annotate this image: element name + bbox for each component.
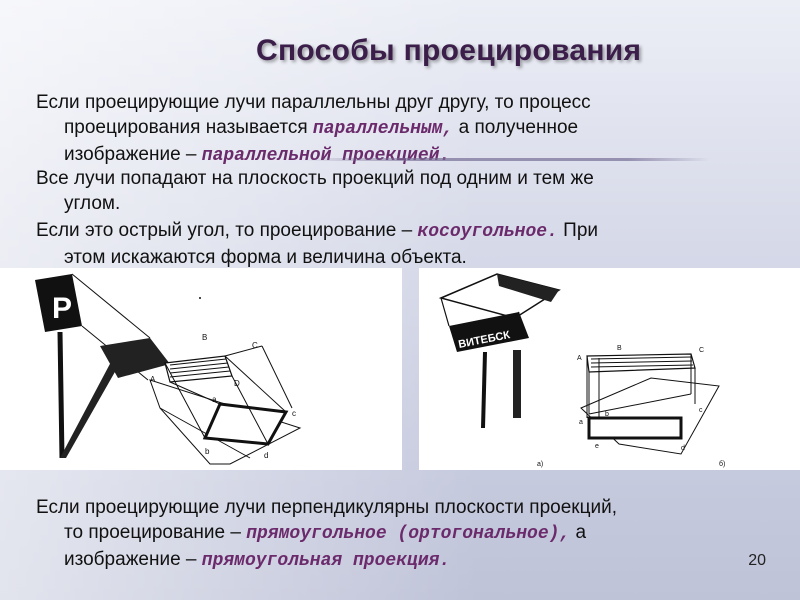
orthogonal-projection-drawing: ВИТЕБСК A B C a — [438, 273, 725, 468]
label-D: D — [234, 379, 240, 388]
box-edge — [514, 311, 520, 319]
divider-line — [300, 158, 710, 161]
label-A: A — [577, 355, 582, 362]
paragraph4-line1: Если проецирующие лучи перпендикулярны п… — [36, 497, 617, 518]
projection-ray — [71, 273, 151, 339]
sign-pole — [481, 351, 487, 429]
paragraph4-line3: изображение – прямоугольная проекция. — [36, 547, 776, 574]
figure-right-labels: A B C a b c d e a) б) — [537, 345, 725, 468]
figure-orthogonal-projection: ВИТЕБСК A B C a — [419, 268, 800, 470]
label-A: A — [150, 375, 156, 384]
label-C: C — [252, 341, 258, 350]
term-orthogonal: прямоугольное (ортогональное), — [246, 524, 571, 544]
paragraph-orthogonal: Если проецирующие лучи перпендикулярны п… — [36, 495, 776, 574]
sign-box-dark-face — [497, 274, 559, 302]
paragraph2-line2: углом. — [64, 193, 121, 214]
paragraph-same-angle: Все лучи попадают на плоскость проекций … — [36, 166, 776, 216]
label-b: b — [605, 411, 609, 418]
paragraph1-line3-text: изображение – — [64, 144, 202, 165]
slab-hatching — [169, 358, 231, 378]
pole-shadow — [60, 360, 120, 458]
paragraph-oblique: Если это острый угол, то проецирование –… — [36, 218, 776, 270]
paragraph1-line1: Если проецирующие лучи параллельны друг … — [36, 92, 591, 113]
projected-shape — [587, 416, 683, 440]
term-rectangular-projection: прямоугольная проекция. — [201, 551, 451, 571]
paragraph3-line2: этом искажаются форма и величина объекта… — [64, 247, 467, 268]
figure-oblique-projection: P A — [0, 268, 402, 470]
label-d: d — [681, 445, 685, 452]
label-c: c — [292, 409, 296, 418]
label-C: C — [699, 347, 704, 354]
label-a: a — [212, 395, 217, 404]
paragraph2-line1: Все лучи попадают на плоскость проекций … — [36, 168, 594, 189]
sign-board — [35, 274, 82, 332]
slide-title: Способы проецирования — [256, 34, 642, 67]
paragraph1-line2: проецирования называется параллельным, а… — [36, 115, 776, 142]
label-c: c — [699, 407, 703, 414]
label-variant-b: б) — [719, 460, 725, 468]
label-variant-a: a) — [537, 461, 543, 468]
projection-plane — [580, 377, 720, 455]
plane-diagonal — [588, 393, 692, 415]
label-d: d — [264, 451, 268, 460]
paragraph4-line2: то проецирование – прямоугольное (ортого… — [36, 520, 776, 547]
oblique-projection-drawing: P A — [35, 273, 302, 465]
plane-edge — [159, 407, 251, 459]
paragraph1-line2-text: проецирования называется — [64, 117, 313, 138]
dot-mark — [199, 297, 201, 299]
paragraph-parallel-projection: Если проецирующие лучи параллельны друг … — [36, 90, 776, 169]
label-b: b — [205, 447, 210, 456]
figure-left-labels: A B C D a b c d — [150, 333, 296, 460]
label-a: a — [579, 419, 583, 426]
box-edge — [440, 297, 450, 327]
sign-shadow — [100, 338, 170, 378]
paragraph3-line1-text: Если это острый угол, то проецирование – — [36, 220, 418, 241]
label-e: e — [595, 443, 599, 450]
paragraph1-line2-tail: а полученное — [453, 117, 579, 138]
label-B: B — [202, 333, 207, 342]
term-parallel: параллельным, — [312, 119, 454, 139]
sign-board — [449, 312, 529, 352]
sign-pole — [57, 331, 65, 459]
paragraph4-line3-text: изображение – — [64, 549, 202, 570]
paragraph4-line2-text: то проецирование – — [64, 522, 247, 543]
page-number: 20 — [748, 552, 766, 569]
sign-letter: P — [52, 292, 72, 325]
slab-hatching — [590, 356, 694, 368]
paragraph3-line1-tail: При — [557, 220, 599, 241]
projection-rays — [164, 345, 293, 445]
pole-shadow — [513, 350, 521, 418]
paragraph1-line3: изображение – параллельной проекцией. — [36, 142, 776, 169]
paragraph3-line1: Если это острый угол, то проецирование –… — [36, 220, 599, 242]
term-parallel-projection: параллельной проекцией. — [201, 146, 451, 166]
term-oblique: косоугольное. — [417, 222, 558, 242]
projection-verticals — [586, 354, 696, 418]
projected-shape — [202, 402, 289, 446]
label-B: B — [617, 345, 622, 352]
paragraph4-line2-tail: а — [570, 522, 587, 543]
